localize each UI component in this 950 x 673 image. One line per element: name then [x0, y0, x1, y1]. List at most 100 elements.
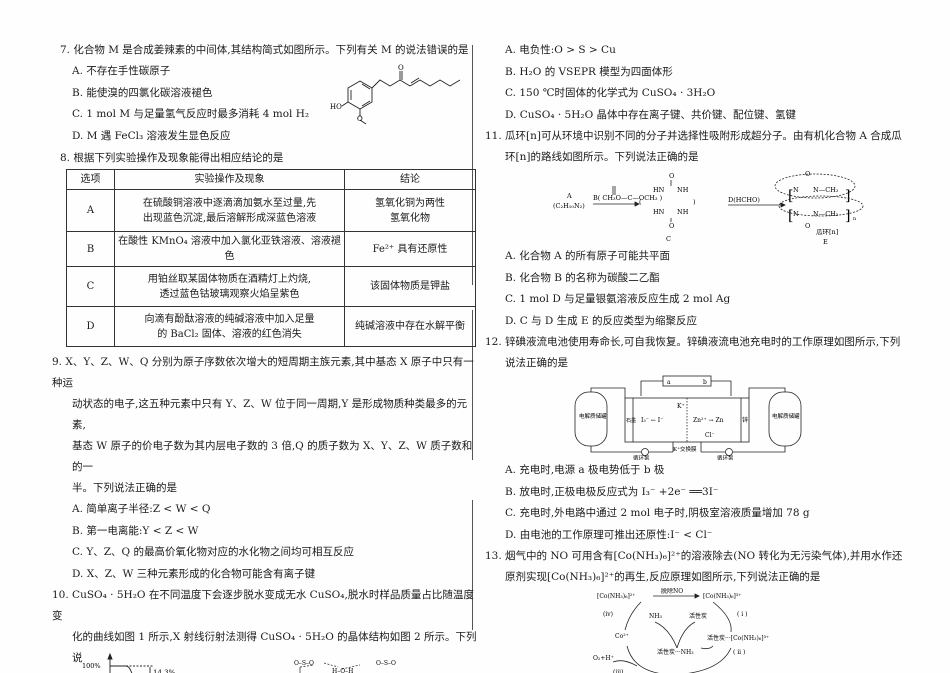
svg-text:N: N — [793, 186, 799, 194]
svg-text:]: ] — [845, 188, 850, 204]
column-divider-mid — [472, 310, 473, 460]
co-nh3-3plus: [Co(NH₃)₆]³⁺ — [703, 593, 741, 600]
left-column: 7. 化合物 M 是合成姜辣素的中间体,其结构简式如图所示。下列有关 M 的说法… — [52, 40, 478, 673]
question-13-stem-line-1: 13. 烟气中的 NO 可用含有[Co(NH₃)₆]²⁺的溶液除去(NO 转化为… — [485, 550, 903, 562]
question-9-option-b: B. 第一电离能:Y < Z < W — [72, 524, 199, 537]
question-12-option-b: B. 放电时,正极电极反应式为 I₃⁻ +2e⁻ ══3I⁻ — [505, 485, 719, 498]
question-11-option-c: C. 1 mol D 与足量银氨溶液反应生成 2 mol Ag — [505, 293, 731, 305]
svg-text:O: O — [669, 172, 674, 180]
zinc-electrode-label: 锌 — [742, 416, 748, 424]
svg-text:N—CH₂: N—CH₂ — [813, 186, 839, 194]
question-7: 7. 化合物 M 是合成姜辣素的中间体,其结构简式如图所示。下列有关 M 的说法… — [60, 40, 478, 147]
question-9-option-d: D. X、Z、W 三种元素形成的化合物可能含有离子键 — [72, 567, 316, 580]
svg-text:O–S–O: O–S–O — [294, 660, 314, 667]
left-reaction: I₃⁻ ← I⁻ — [641, 417, 663, 424]
svg-text:[: [ — [788, 188, 793, 204]
operation-line-2: 透过蓝色钴玻璃观察火焰呈紫色 — [159, 288, 300, 300]
reagent-b: B( CH₃O—C—OCH₃ ) — [593, 194, 663, 202]
question-10-option-a: A. 电负性:O > S > Cu — [505, 44, 616, 56]
operation-line-1: 向滴有酚酞溶液的纯碱溶液中加入足量 — [144, 313, 315, 325]
reagent-d: D(HCHO) — [728, 196, 760, 204]
svg-text:]: ] — [845, 208, 850, 224]
ho-label: HO — [330, 103, 342, 111]
question-7-option-d: D. M 遇 FeCl₃ 溶液发生显色反应 — [72, 129, 231, 142]
question-11-stem-line-2: 环[n]的路线如图所示。下列说法正确的是 — [505, 151, 699, 163]
question-11-stem-line-1: 11. 瓜环[n]可从环境中识别不同的分子并选择性吸附形成超分子。由有机化合物 … — [485, 130, 902, 142]
carbon-complex-label: 活性炭···[Co(NH₃)₆]³⁺ — [707, 634, 769, 642]
table-row: A 在硫酸铜溶液中逐滴滴加氨水至过量,先 出现蓝色沉淀,最后溶解形成深蓝色溶液 … — [66, 189, 476, 232]
flow-battery-diagram: a b 电解质储罐 电解质储罐 石墨 锌 I₃⁻ ← I⁻ Zn²⁺ → Zn … — [574, 375, 802, 460]
compound-e-name: 瓜环[n] — [816, 228, 838, 236]
question-11-option-d: D. C 与 D 生成 E 的反应类型为缩聚反应 — [505, 314, 698, 327]
row-conclusion: Fe²⁺ 具有还原性 — [344, 231, 476, 267]
question-9-stem-line-3: 基态 W 原子的价电子数为其内层电子数的 3 倍,Q 的质子数为 X、Y、Z、W… — [72, 440, 473, 473]
annotation-14-3: 14.3% — [153, 669, 176, 673]
membrane-label: K⁺交换膜 — [673, 445, 697, 453]
question-12-option-d: D. 由电池的工作原理可推出还原性:I⁻ < Cl⁻ — [505, 528, 713, 541]
table-row: C 用铂丝取某固体物质在酒精灯上灼烧, 透过蓝色钴玻璃观察火焰呈紫色 该固体物质… — [66, 266, 476, 307]
graphite-electrode-label: 石墨 — [626, 418, 636, 424]
co-nh3-2plus: [Co(NH₃)₆]²⁺ — [597, 593, 635, 600]
question-13: 13. 烟气中的 NO 可用含有[Co(NH₃)₆]²⁺的溶液除去(NO 转化为… — [485, 546, 913, 673]
question-9-stem-line-2: 动状态的电子,这五种元素中只有 Y、Z、W 位于同一周期,Y 是形成物质种类最多… — [72, 398, 468, 431]
operation-line-1: 用铂丝取某固体物质在酒精灯上灼烧, — [147, 273, 312, 285]
question-10: 10. CuSO₄ · 5H₂O 在不同温度下会逐步脱水变成无水 CuSO₄,脱… — [52, 585, 478, 673]
question-11-option-a: A. 化合物 A 的所有原子可能共平面 — [505, 250, 671, 262]
conclusion-line-1: 氢氧化铜为两性 — [375, 197, 445, 209]
column-divider-bottom — [472, 500, 473, 630]
remove-no-label: 脱除NO — [661, 588, 683, 595]
right-reaction: Zn²⁺ → Zn — [693, 417, 724, 424]
conclusion-line-2: 氢氧化物 — [390, 212, 430, 224]
svg-text:N—CH₂: N—CH₂ — [813, 210, 839, 218]
svg-text:HN: HN — [653, 208, 665, 216]
header-operation: 实验操作及现象 — [114, 169, 345, 190]
row-operation: 向滴有酚酞溶液的纯碱溶液中加入足量 的 BaCl₂ 固体、溶液的红色消失 — [114, 306, 345, 347]
question-9-option-a: A. 简单离子半径:Z < W < Q — [72, 503, 211, 515]
question-7-option-c: C. 1 mol M 与足量氢气反应时最多消耗 4 mol H₂ — [72, 108, 310, 120]
question-10-stem-line-2: 化的曲线如图 1 所示,X 射线衍射法测得 CuSO₄ · 5H₂O 的晶体结构… — [72, 631, 477, 664]
row-conclusion: 该固体物质是钾盐 — [344, 266, 476, 307]
operation-line-2: 出现蓝色沉淀,最后溶解形成深蓝色溶液 — [142, 212, 317, 224]
step-iv: (iv) — [603, 611, 613, 618]
svg-text:n: n — [853, 216, 857, 222]
compound-a-formula: (C₂H₁₀N₂) — [553, 202, 585, 210]
svg-text:[: [ — [788, 208, 793, 224]
question-8-stem: 8. 根据下列实验操作及现象能得出相应结论的是 — [60, 152, 284, 164]
compound-a-label: A — [566, 192, 572, 200]
table-row: D 向滴有酚酞溶液的纯碱溶液中加入足量 的 BaCl₂ 固体、溶液的红色消失 纯… — [66, 306, 476, 347]
question-10-option-c: C. 150 ℃时固体的化学式为 CuSO₄ · 3H₂O — [505, 87, 716, 99]
experiment-table: 选项 实验操作及现象 结论 A 在硫酸铜溶液中逐滴滴加氨水至过量,先 出现蓝色沉… — [66, 169, 476, 347]
step-i: ( i ) — [737, 611, 747, 618]
row-operation: 在酸性 KMnO₄ 溶液中加入氯化亚铁溶液、溶液褪色 — [114, 231, 345, 267]
ketone-o-label: O — [398, 64, 404, 72]
question-12-option-c: C. 充电时,外电路中通过 2 mol 电子时,阴极室溶液质量增加 78 g — [505, 507, 810, 519]
row-conclusion: 纯碱溶液中存在水解平衡 — [344, 306, 476, 347]
svg-text:HN: HN — [653, 186, 665, 194]
svg-text:O: O — [669, 222, 674, 230]
methoxy-o-label: O — [357, 115, 363, 123]
column-divider-top — [472, 45, 473, 285]
compound-m-structure: HO O O — [330, 64, 461, 125]
svg-text:(: ( — [639, 198, 642, 206]
question-10-option-d: D. CuSO₄ · 5H₂O 晶体中存在离子键、共价键、配位键、氢键 — [505, 108, 797, 121]
carbon-nh3-label: 活性炭···NH₃ — [657, 648, 694, 656]
question-7-option-a: A. 不存在手性碳原子 — [72, 65, 171, 77]
right-pump-label: 循环泵 — [717, 454, 734, 460]
o2-h-label: O₂+H⁺ — [593, 655, 614, 662]
question-11-option-b: B. 化合物 B 的名称为碳酸二乙酯 — [505, 271, 660, 284]
k-ion-label: K⁺ — [677, 403, 685, 410]
dehydration-chart: 100% 14.3% 14.5% 7.3% 50 100 150 200 250… — [82, 653, 176, 673]
svg-text:O–S–O: O–S–O — [376, 660, 396, 667]
cl-ion-label: Cl⁻ — [705, 432, 715, 439]
crystal-structure-diagram: Cu Cu O–S–O O–S–O O–S–O O–S–O H–O H–O O–… — [294, 660, 396, 673]
question-9-stem-line-1: 9. X、Y、Z、W、Q 分别为原子序数依次增大的短周期主族元素,其中基态 X … — [52, 356, 474, 389]
right-column: A. 电负性:O > S > Cu B. H₂O 的 VSEPR 模型为四面体形… — [485, 40, 913, 673]
step-iii: (iii) — [613, 669, 623, 673]
row-conclusion: 氢氧化铜为两性 氢氧化物 — [344, 189, 476, 232]
terminal-a: a — [667, 379, 671, 386]
table-header-row: 选项 实验操作及现象 结论 — [66, 169, 476, 190]
nh3-label: NH₃ — [649, 613, 662, 620]
question-7-option-b: B. 能使溴的四氯化碳溶液褪色 — [72, 86, 213, 99]
question-10-stem-line-1: 10. CuSO₄ · 5H₂O 在不同温度下会逐步脱水变成无水 CuSO₄,脱… — [52, 589, 474, 622]
step-ii: ( ii ) — [733, 649, 745, 656]
